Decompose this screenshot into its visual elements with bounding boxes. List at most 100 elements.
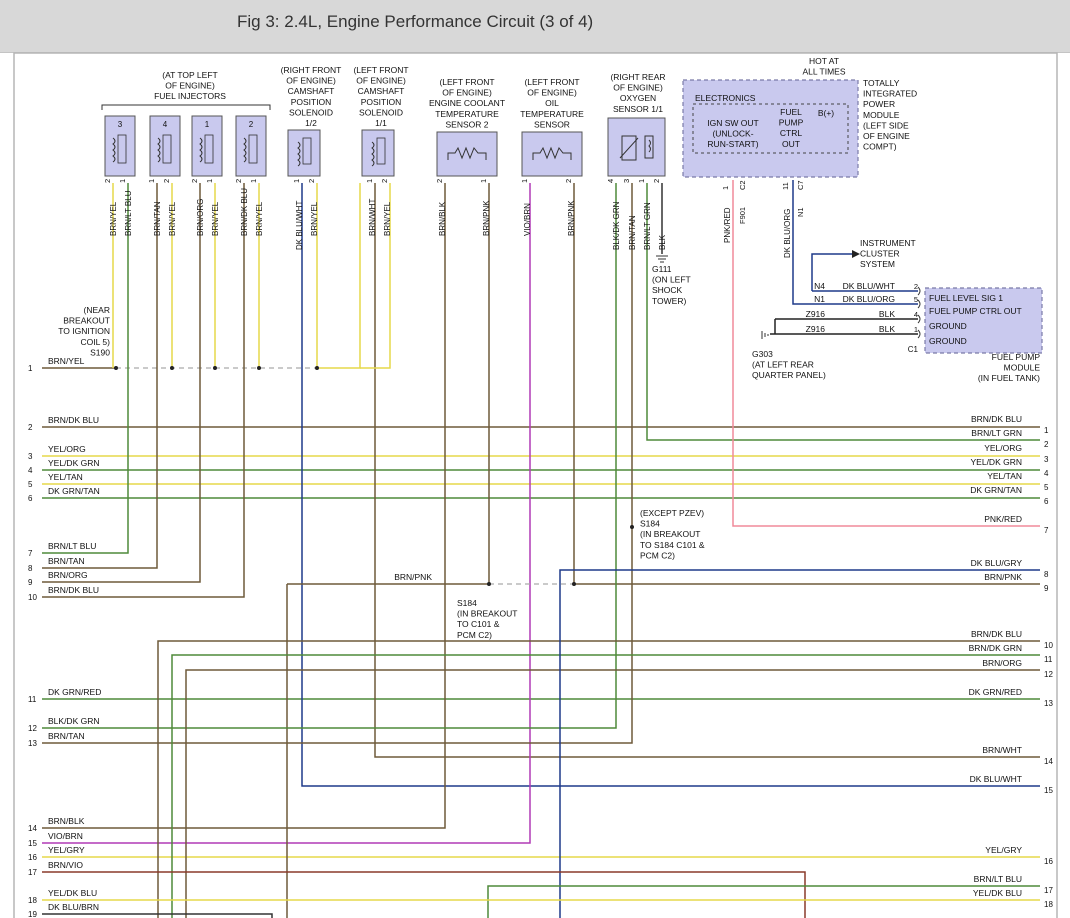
solenoid-label: OF ENGINE): [356, 76, 406, 86]
right-row-label: BRN/LT BLU: [974, 874, 1022, 884]
pin-label: 1: [249, 179, 258, 183]
g111-label: SHOCK: [652, 285, 683, 295]
splice-dot: [257, 366, 261, 370]
right-row-label: YEL/ORG: [984, 443, 1022, 453]
diagram-frame: [13, 52, 1058, 918]
wire: [42, 183, 129, 554]
ground-icon: [761, 331, 769, 339]
left-row-number: 18: [28, 896, 37, 905]
left-row-label: YEL/DK BLU: [48, 888, 97, 898]
oil-sensor-box: [521, 131, 583, 177]
tipm-label: INTEGRATED: [863, 89, 917, 99]
right-row-number: 11: [1044, 655, 1053, 664]
coil-icon: [243, 137, 247, 163]
left-row-label: BRN/YEL: [48, 356, 85, 366]
left-row-number: 6: [28, 494, 33, 503]
wire: [42, 183, 158, 569]
circuit-label: Z916: [806, 324, 826, 334]
ect-label: ENGINE COOLANT: [429, 98, 505, 108]
right-row-number: 2: [1044, 440, 1049, 449]
circuit-label: Z916: [806, 309, 826, 319]
ground-icon: [656, 255, 668, 263]
right-row-label: PNK/RED: [984, 514, 1022, 524]
electronics-label: ELECTRONICS: [695, 93, 756, 103]
s184-label: PCM C2): [457, 630, 492, 640]
wire-label: DK BLU/ORG: [783, 209, 792, 258]
s190-label: S190: [90, 347, 110, 357]
wire-label: BRN/YEL: [109, 201, 118, 236]
coil-icon: [157, 137, 161, 163]
tipm-module: [682, 79, 859, 178]
right-row-number: 16: [1044, 857, 1053, 866]
wire-label: DK BLU/ORG: [843, 294, 895, 304]
wire-label: BRN/TAN: [153, 201, 162, 236]
s190-label: COIL 5): [81, 337, 111, 347]
fuel-pump-ctrl-label: CTRL: [780, 128, 802, 138]
wire-label: PNK/RED: [723, 207, 732, 243]
right-row-number: 18: [1044, 900, 1053, 909]
pin-label: 1: [292, 179, 301, 183]
splice-dot: [630, 525, 634, 529]
wire-brn-vio: [42, 871, 806, 918]
wire-label: BRN/PNK: [567, 200, 576, 236]
fuel-pump-row: FUEL LEVEL SIG 1: [929, 293, 1003, 303]
ect-label: SENSOR 2: [446, 119, 489, 129]
solenoid-label: (LEFT FRONT: [353, 65, 408, 75]
arrow-icon: [852, 250, 860, 258]
wire-brn-yel-s190: [317, 183, 361, 369]
coil-core: [302, 137, 312, 165]
left-row-number: 7: [28, 549, 33, 558]
o2-arrow: [619, 137, 639, 159]
wire-label: BRN/LT GRN: [643, 202, 652, 250]
wire-brn-org-12: [185, 669, 1040, 918]
wire-n4: [811, 253, 852, 291]
right-row-number: 14: [1044, 757, 1053, 766]
s184-label: TO C101 &: [457, 619, 500, 629]
fuel-pump-module-label: FUEL PUMP: [992, 352, 1041, 362]
pin-label: 2: [234, 179, 243, 183]
ect-label: TEMPERATURE: [435, 109, 499, 119]
injectors-label: (AT TOP LEFT: [162, 70, 217, 80]
thermistor-icon: [447, 146, 487, 160]
wire-label: BLK: [879, 324, 895, 334]
oil-label: OIL: [545, 98, 559, 108]
s190-label: TO IGNITION: [58, 326, 110, 336]
solenoid-label: SOLENOID: [289, 107, 333, 117]
right-row-label: BRN/DK BLU: [971, 629, 1022, 639]
right-row-label: BRN/ORG: [982, 658, 1022, 668]
wire-brn-lt-blu-17: [487, 885, 1040, 918]
left-row-number: 13: [28, 739, 37, 748]
coil-icon: [297, 141, 301, 167]
page-header: Fig 3: 2.4L, Engine Performance Circuit …: [0, 0, 1070, 53]
injector-number: 2: [249, 120, 254, 129]
ign-sw-label: RUN-START): [707, 139, 758, 149]
solenoid-label: POSITION: [291, 97, 332, 107]
wire-label: BRN/YEL: [211, 201, 220, 236]
right-row-label: BRN/WHT: [982, 745, 1022, 755]
pin-label: 5: [914, 295, 918, 304]
left-row-label: BRN/BLK: [48, 816, 85, 826]
left-row-number: 16: [28, 853, 37, 862]
wire-label: BRN/YEL: [255, 201, 264, 236]
right-row-number: 17: [1044, 886, 1053, 895]
ign-sw-label: IGN SW OUT: [707, 118, 758, 128]
wire-dk-blu-org: [792, 180, 918, 305]
ect-label: (LEFT FRONT: [439, 77, 494, 87]
circuit-label: N4: [814, 281, 825, 291]
solenoid-label: OF ENGINE): [286, 76, 336, 86]
left-row-number: 12: [28, 724, 37, 733]
pin-label: 3: [622, 179, 631, 183]
g303-label: (AT LEFT REAR: [752, 360, 814, 370]
fuel-pump-ctrl-label: FUEL: [780, 107, 802, 117]
right-row-label: DK GRN/RED: [969, 687, 1022, 697]
wire-dk-blu-brn: [42, 913, 273, 918]
wire-brn-lt-grn: [646, 183, 1040, 441]
wire-label: BLK/DK GRN: [612, 201, 621, 250]
tipm-label: (LEFT SIDE: [863, 120, 909, 130]
splice-dot: [170, 366, 174, 370]
hot-at-all-times-label: ALL TIMES: [803, 67, 846, 77]
left-row-label: BRN/ORG: [48, 570, 88, 580]
circuit-label: F901: [738, 207, 747, 224]
ect-label: OF ENGINE): [442, 88, 492, 98]
fuel-pump-row: GROUND: [929, 321, 967, 331]
